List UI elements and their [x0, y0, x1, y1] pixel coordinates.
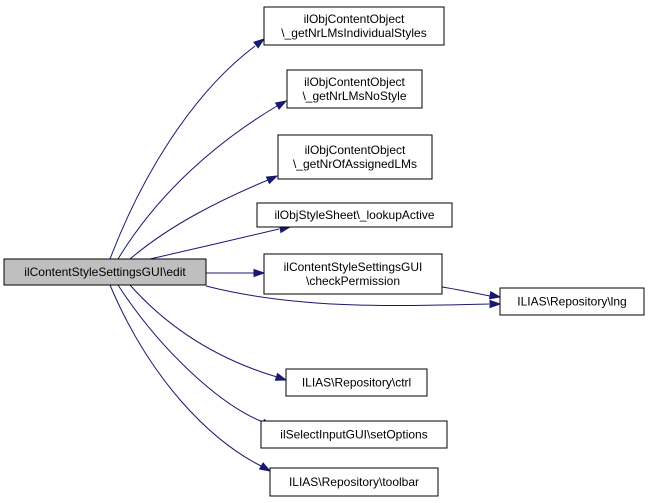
node-set-options[interactable]: ilSelectInputGUI\setOptions — [260, 420, 448, 449]
node-label: ilSelectInputGUI\setOptions — [280, 428, 427, 442]
node-box — [3, 258, 207, 286]
edge-line — [109, 45, 256, 260]
node-box — [499, 287, 645, 316]
node-box — [286, 69, 423, 109]
node-label: ilContentStyleSettingsGUI — [284, 260, 423, 274]
edge-root-n8 — [117, 284, 274, 428]
edge-line — [149, 228, 280, 260]
edge-line — [129, 284, 278, 378]
edge-line — [205, 285, 490, 307]
node-box — [277, 134, 433, 180]
node-box — [263, 6, 445, 46]
edge-root-n1 — [109, 38, 266, 260]
node-label: ilObjStyleSheet\_lookupActive — [274, 208, 434, 222]
edge-root-n5 — [206, 268, 266, 278]
arrowhead-icon — [258, 462, 272, 472]
node-label: \checkPermission — [306, 274, 400, 288]
node-repository-ctrl[interactable]: ILIAS\Repository\ctrl — [285, 368, 428, 397]
arrowhead-icon — [253, 38, 266, 49]
node-label: \_getNrLMsIndividualStyles — [281, 26, 426, 40]
node-get-nr-lms-no-style[interactable]: ilObjContentObject\_getNrLMsNoStyle — [286, 69, 423, 109]
node-box — [263, 253, 443, 295]
edge-line — [117, 105, 278, 260]
edge-root-n3 — [129, 175, 279, 260]
arrowhead-icon — [489, 299, 502, 309]
nodes: ilContentStyleSettingsGUI\edit ilObjConte… — [3, 6, 645, 497]
arrowhead-icon — [265, 175, 279, 185]
node-get-nr-of-assigned-lms[interactable]: ilObjContentObject\_getNrOfAssignedLMs — [277, 134, 433, 180]
node-label: \_getNrOfAssignedLMs — [293, 157, 417, 171]
node-label: ILIAS\Repository\toolbar — [289, 475, 419, 489]
edge-root-n9 — [109, 284, 272, 472]
node-label: ILIAS\Repository\lng — [517, 295, 626, 309]
arrowhead-icon — [253, 268, 266, 278]
node-box — [269, 467, 439, 497]
edge-root-n6 — [205, 285, 502, 309]
node-repository-toolbar[interactable]: ILIAS\Repository\toolbar — [269, 467, 439, 497]
edge-line — [117, 284, 264, 423]
node-label: ilContentStyleSettingsGUI\edit — [24, 265, 186, 279]
node-lookup-active[interactable]: ilObjStyleSheet\_lookupActive — [256, 202, 453, 228]
node-box — [260, 420, 448, 449]
edge-root-n2 — [117, 100, 288, 260]
node-label: ilObjContentObject — [305, 143, 406, 157]
edge-n5-n6 — [441, 286, 502, 300]
node-get-nr-lms-individual-styles[interactable]: ilObjContentObject\_getNrLMsIndividualSt… — [263, 6, 445, 46]
node-box — [256, 202, 453, 228]
edge-root-n7 — [129, 284, 288, 381]
node-check-permission[interactable]: ilContentStyleSettingsGUI\checkPermissio… — [263, 253, 443, 295]
arrowhead-icon — [274, 372, 288, 381]
node-box — [285, 368, 428, 397]
arrowhead-icon — [488, 291, 502, 300]
edge-line — [129, 179, 269, 260]
node-label: \_getNrLMsNoStyle — [302, 89, 406, 103]
edge-line — [441, 286, 491, 297]
node-label: ilObjContentObject — [304, 75, 405, 89]
arrowhead-icon — [274, 100, 288, 110]
node-label: ILIAS\Repository\ctrl — [302, 376, 411, 390]
edge-line — [109, 284, 262, 467]
node-il-content-style-settings-gui-edit[interactable]: ilContentStyleSettingsGUI\edit — [3, 258, 207, 286]
node-label: ilObjContentObject — [304, 12, 405, 26]
node-repository-lng[interactable]: ILIAS\Repository\lng — [499, 287, 645, 316]
